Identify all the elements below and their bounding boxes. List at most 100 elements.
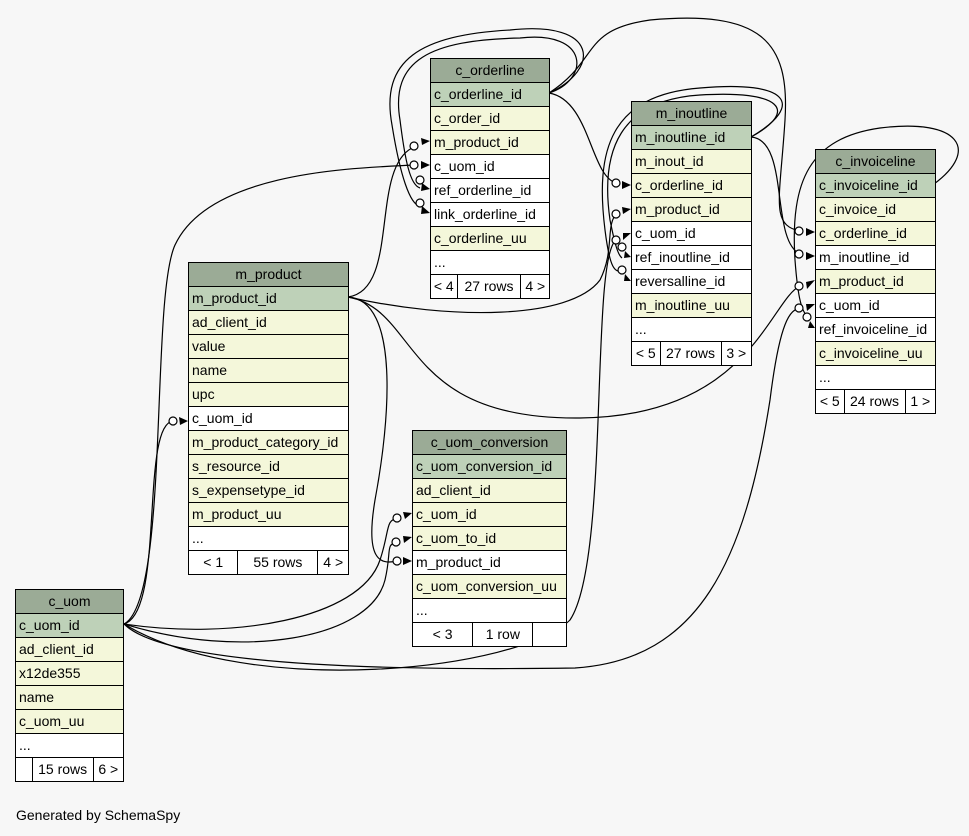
column-row[interactable]: ad_client_id: [413, 479, 566, 503]
table-title[interactable]: c_invoiceline: [816, 150, 935, 174]
parents-link[interactable]: [16, 758, 33, 781]
column-row[interactable]: name: [189, 359, 348, 383]
parents-link[interactable]: < 1: [189, 551, 239, 574]
column-row[interactable]: link_orderline_id: [431, 203, 549, 227]
column-row[interactable]: m_product_id: [189, 287, 348, 311]
edge-product-conv: [347, 296, 398, 563]
row-count: 55 rows: [238, 551, 319, 574]
column-row[interactable]: m_inout_id: [632, 150, 751, 174]
column-row[interactable]: name: [16, 686, 123, 710]
column-row[interactable]: c_invoice_id: [816, 198, 935, 222]
column-row[interactable]: ref_inoutline_id: [632, 246, 751, 270]
table-title[interactable]: m_product: [189, 263, 348, 287]
column-row[interactable]: c_uom_id: [16, 614, 123, 638]
table-title[interactable]: m_inoutline: [632, 102, 751, 126]
column-row[interactable]: c_uom_id: [431, 155, 549, 179]
row-count: 27 rows: [458, 275, 522, 298]
column-row[interactable]: x12de355: [16, 662, 123, 686]
column-row[interactable]: c_orderline_id: [431, 83, 549, 107]
edge-uom-orderline: [123, 164, 415, 625]
column-row[interactable]: ad_client_id: [189, 311, 348, 335]
edge-orderline-self-ref: [398, 36, 578, 189]
row-count: 1 row: [473, 623, 534, 646]
more-columns-row[interactable]: ...: [16, 734, 123, 758]
column-row[interactable]: c_orderline_uu: [431, 227, 549, 251]
edge-orderline-inoutline: [548, 92, 617, 184]
children-link[interactable]: 4 >: [323, 554, 344, 570]
parents-link[interactable]: < 3: [413, 623, 474, 646]
parents-link[interactable]: < 4: [431, 275, 458, 298]
children-link[interactable]: 3 >: [726, 345, 747, 361]
column-row[interactable]: m_product_id: [632, 198, 751, 222]
more-columns-row[interactable]: ...: [189, 527, 348, 551]
column-row[interactable]: s_expensetype_id: [189, 479, 348, 503]
edge-uom-conv-to: [123, 541, 398, 643]
column-row[interactable]: m_inoutline_id: [632, 126, 751, 150]
table-title[interactable]: c_uom: [16, 590, 123, 614]
column-row[interactable]: c_uom_id: [816, 294, 935, 318]
column-row[interactable]: ad_client_id: [16, 638, 123, 662]
column-row[interactable]: c_order_id: [431, 107, 549, 131]
column-row[interactable]: c_uom_conversion_uu: [413, 575, 566, 599]
column-row[interactable]: s_resource_id: [189, 455, 348, 479]
edge-product-invoiceline: [347, 285, 801, 419]
column-row[interactable]: m_product_id: [431, 131, 549, 155]
edge-uom-conv-uom: [123, 517, 399, 630]
column-row[interactable]: c_invoiceline_uu: [816, 342, 935, 366]
column-row[interactable]: ref_invoiceline_id: [816, 318, 935, 342]
column-row[interactable]: c_uom_to_id: [413, 527, 566, 551]
column-row[interactable]: upc: [189, 383, 348, 407]
parents-link[interactable]: < 5: [632, 342, 661, 365]
column-row[interactable]: m_product_id: [413, 551, 566, 575]
table-title[interactable]: c_orderline: [431, 59, 549, 83]
column-row[interactable]: c_uom_uu: [16, 710, 123, 734]
edge-inoutline-invoiceline: [750, 136, 801, 255]
column-row[interactable]: ref_orderline_id: [431, 179, 549, 203]
column-row[interactable]: c_orderline_id: [632, 174, 751, 198]
more-columns-row[interactable]: ...: [413, 599, 566, 623]
children-link[interactable]: 6 >: [98, 761, 119, 777]
children-link[interactable]: 4 >: [525, 278, 546, 294]
column-row[interactable]: value: [189, 335, 348, 359]
column-row[interactable]: m_product_uu: [189, 503, 348, 527]
column-row[interactable]: c_orderline_id: [816, 222, 935, 246]
table-title[interactable]: c_uom_conversion: [413, 431, 566, 455]
column-row[interactable]: c_uom_id: [189, 407, 348, 431]
edge-arrowheads: [179, 138, 815, 565]
edge-uom-invoiceline: [123, 307, 801, 670]
parents-link[interactable]: < 5: [816, 390, 845, 413]
row-count: 24 rows: [845, 390, 906, 413]
more-columns-row[interactable]: ...: [632, 318, 751, 342]
column-row[interactable]: reversalline_id: [632, 270, 751, 294]
column-row[interactable]: c_invoiceline_id: [816, 174, 935, 198]
edge-orderline-self-link: [389, 28, 584, 207]
children-link[interactable]: [533, 623, 566, 646]
row-count: 15 rows: [33, 758, 94, 781]
children-link[interactable]: 1 >: [910, 393, 931, 409]
more-columns-row[interactable]: ...: [431, 251, 549, 275]
edge-uom-inoutline: [123, 239, 617, 671]
column-row[interactable]: c_uom_id: [413, 503, 566, 527]
column-row[interactable]: c_uom_conversion_id: [413, 455, 566, 479]
column-row[interactable]: m_product_id: [816, 270, 935, 294]
edge-uom-product: [123, 420, 174, 625]
edge-markers: [168, 141, 812, 566]
column-row[interactable]: c_uom_id: [632, 222, 751, 246]
column-row[interactable]: m_inoutline_id: [816, 246, 935, 270]
column-row[interactable]: m_inoutline_uu: [632, 294, 751, 318]
edge-product-orderline: [347, 147, 413, 298]
more-columns-row[interactable]: ...: [816, 366, 935, 390]
column-row[interactable]: m_product_category_id: [189, 431, 348, 455]
